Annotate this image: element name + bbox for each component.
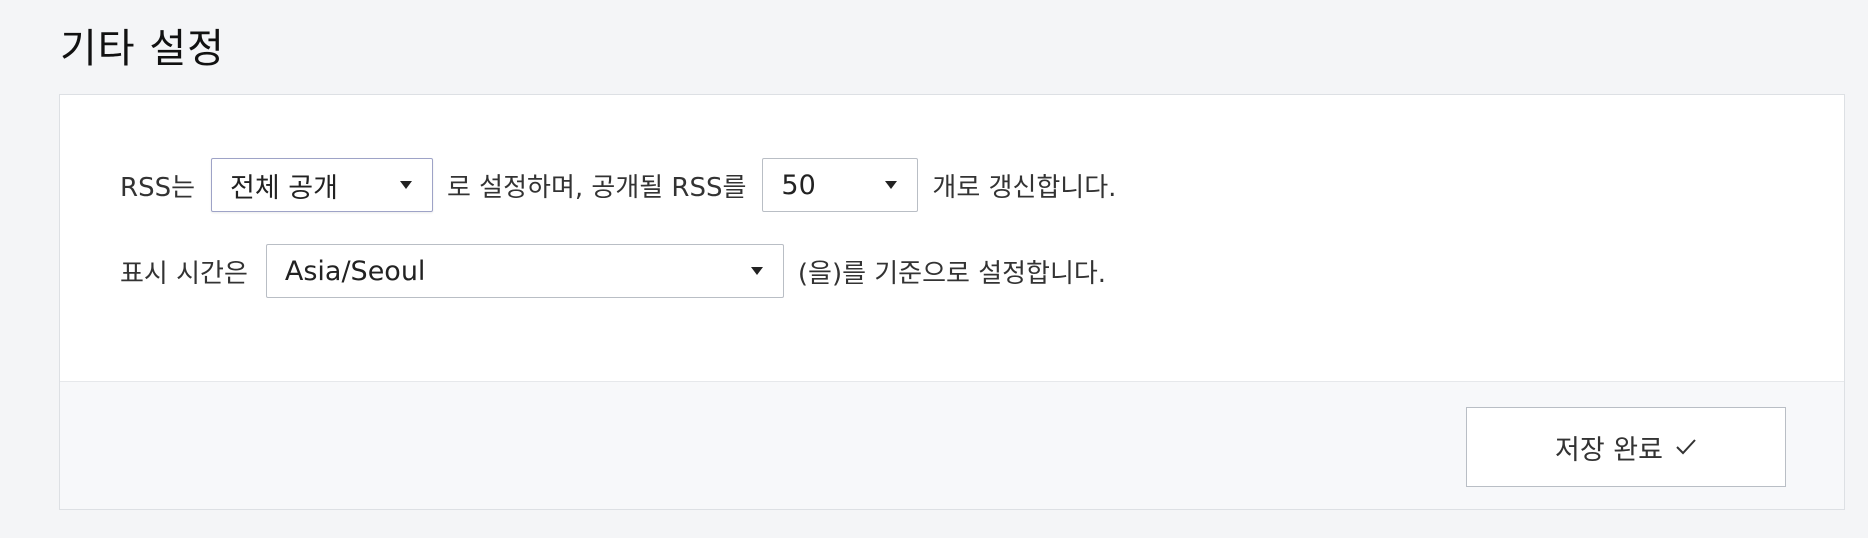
- settings-panel: RSS는 전체 공개 로 설정하며, 공개될 RSS를 50 개로 갱신합니다.…: [59, 94, 1845, 510]
- timezone-select[interactable]: Asia/Seoul: [265, 244, 784, 298]
- check-icon: [1676, 439, 1696, 455]
- chevron-down-icon: [885, 181, 898, 189]
- chevron-down-icon: [750, 267, 763, 275]
- rss-settings-row: RSS는 전체 공개 로 설정하며, 공개될 RSS를 50 개로 갱신합니다.: [120, 157, 1116, 213]
- rss-visibility-select[interactable]: 전체 공개: [211, 158, 433, 212]
- rss-count-value: 50: [781, 169, 816, 201]
- timezone-suffix-label: (을)를 기준으로 설정합니다.: [797, 258, 1107, 289]
- timezone-settings-row: 표시 시간은 Asia/Seoul (을)를 기준으로 설정합니다.: [120, 243, 1106, 299]
- save-complete-button[interactable]: 저장 완료: [1466, 407, 1786, 487]
- settings-panel-footer: 저장 완료: [60, 381, 1844, 509]
- rss-prefix-label: RSS는: [120, 172, 195, 203]
- chevron-down-icon: [400, 181, 412, 189]
- rss-visibility-value: 전체 공개: [230, 172, 338, 204]
- rss-count-select[interactable]: 50: [762, 158, 919, 212]
- rss-middle-label: 로 설정하며, 공개될 RSS를: [447, 172, 747, 203]
- save-button-label: 저장 완료: [1555, 434, 1663, 466]
- timezone-prefix-label: 표시 시간은: [120, 258, 248, 289]
- timezone-value: Asia/Seoul: [284, 255, 426, 287]
- section-title: 기타 설정: [60, 26, 225, 72]
- rss-suffix-label: 개로 갱신합니다.: [932, 172, 1117, 203]
- settings-panel-body: RSS는 전체 공개 로 설정하며, 공개될 RSS를 50 개로 갱신합니다.…: [60, 95, 1844, 381]
